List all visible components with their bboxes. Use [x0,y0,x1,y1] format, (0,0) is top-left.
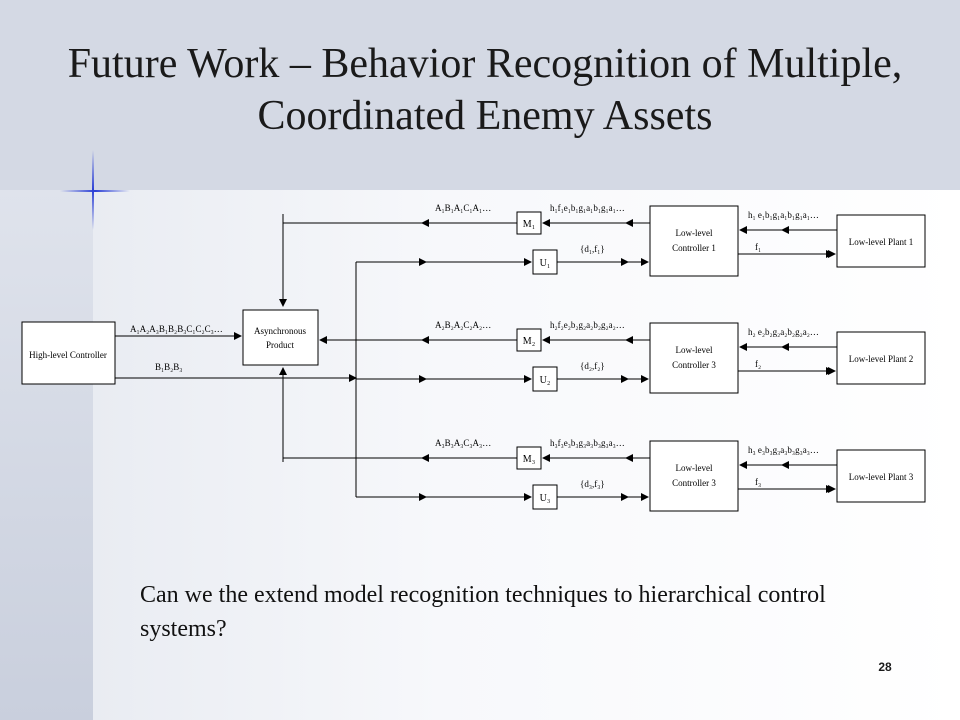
plant-box-1 [836,214,926,268]
async-product-label-1: Asynchronous [254,326,306,336]
edge-label-b: B₁B₂B₃ [155,362,182,372]
controller-label-b-1: Controller 1 [672,243,716,253]
u-in-label-3: {d₃,f₃} [580,479,605,489]
controller-label-a-3: Low-level [676,463,713,473]
m-out-label-2: A₂B₂A₂C₂A₂… [435,320,491,330]
m-out-label-1: A₁B₁A₁C₁A₁… [435,203,491,213]
controller-label-b-3: Controller 3 [672,478,716,488]
ctrl-out-label-1: f₁ [755,242,761,252]
m-in-label-3: h₃f₃e₃b₃g₃a₃b₃g₃a₃… [550,438,625,448]
m-label-3: M₃ [523,454,535,465]
m-label-1: M₁ [523,219,535,230]
plant-label-3: Low-level Plant 3 [849,472,914,482]
high-level-controller-box [21,321,116,385]
m-label-2: M₂ [523,336,535,347]
controller-box-2 [649,322,739,394]
plant-out-label-2: h₂ e₂b₂g₂a₂b₂g₂a₂… [748,327,819,337]
caption-question: Can we the extend model recognition tech… [140,582,826,642]
sparkle-horizontal [60,190,130,192]
m-out-label-3: A₃B₃A₃C₃A₃… [435,438,491,448]
controller-box-1 [649,205,739,277]
ctrl-out-label-2: f₂ [755,359,761,369]
async-product-box [242,309,319,366]
controller-label-a-2: Low-level [676,345,713,355]
async-product-label-2: Product [266,340,294,350]
controller-label-a-1: Low-level [676,228,713,238]
controller-label-b-2: Controller 3 [672,360,716,370]
m-in-label-1: h₁f₁e₁b₁g₁a₁b₁g₁a₁… [550,203,625,213]
plant-out-label-3: h₃ e₃b₃g₃a₃b₃g₃a₃… [748,445,819,455]
plant-out-label-1: h₁ e₁b₁g₁a₁b₁g₁a₁… [748,210,819,220]
u-label-3: U₃ [540,493,551,504]
plant-label-2: Low-level Plant 2 [849,354,914,364]
plant-box-3 [836,449,926,503]
ctrl-out-label-3: f₃ [755,477,761,487]
m-in-label-2: h₂f₂e₂b₂g₂a₂b₂g₂a₂… [550,320,625,330]
u-box-2 [532,366,558,392]
slide-title: Future Work – Behavior Recognition of Mu… [67,41,903,139]
plant-box-2 [836,331,926,385]
slide-number: 28 [878,660,892,674]
controller-box-3 [649,440,739,512]
title-band [0,0,960,190]
left-band [0,190,93,720]
high-level-controller-label: High-level Controller [29,350,107,360]
u-label-1: U₁ [540,258,551,269]
u-label-2: U₂ [540,375,551,386]
edge-label-events: A₁A₂A₃B₁B₂B₃C₁C₂C₃… [130,324,223,334]
plant-label-1: Low-level Plant 1 [849,237,914,247]
u-in-label-2: {d₂,f₂} [580,361,605,371]
sparkle-vertical [92,150,94,230]
u-in-label-1: {d₁,f₁} [580,244,605,254]
